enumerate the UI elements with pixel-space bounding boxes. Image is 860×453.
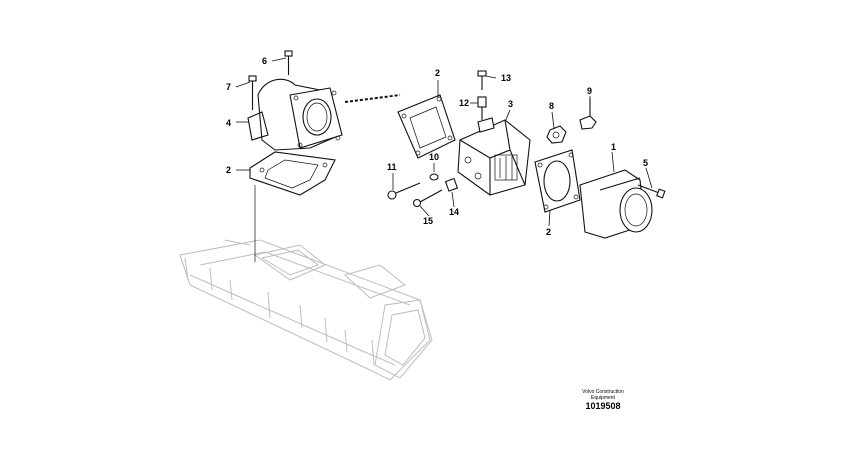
outlet-pipe: [579, 169, 653, 239]
callout-9: 9: [587, 86, 592, 96]
callout-3: 3: [508, 99, 513, 109]
callout-5: 5: [643, 158, 648, 168]
callout-1: 1: [611, 142, 616, 152]
bolt-15: [412, 189, 443, 208]
sensor-12: [477, 96, 487, 120]
bolt-5: [637, 184, 666, 199]
callout-15: 15: [423, 216, 433, 226]
exhaust-manifold-ghost: [179, 239, 433, 381]
callout-6: 6: [262, 56, 267, 66]
fitting-9: [579, 98, 597, 130]
nut-8: [546, 125, 567, 144]
brand-line-2: Equipment: [591, 395, 616, 401]
callout-2-upper: 2: [435, 68, 440, 78]
bolt-7: [248, 75, 257, 110]
bolt-11: [387, 182, 421, 200]
callout-7: 7: [226, 82, 231, 92]
gasket-left: [249, 151, 336, 196]
callout-2-right: 2: [546, 227, 551, 237]
callout-13: 13: [501, 73, 511, 83]
spacer-14: [444, 177, 459, 192]
elbow-pipe: [247, 78, 343, 151]
callout-2-left: 2: [226, 165, 231, 175]
gasket-right: [534, 149, 581, 213]
callout-4: 4: [226, 118, 231, 128]
gasket-upper: [397, 94, 456, 159]
callout-11: 11: [387, 162, 397, 172]
screw-13: [477, 70, 487, 90]
callout-10: 10: [429, 152, 439, 162]
bolt-6: [284, 50, 293, 75]
callout-14: 14: [449, 207, 459, 217]
callout-12: 12: [459, 98, 469, 108]
callout-leaders: [235, 57, 653, 227]
drawing-number: 1019508: [585, 401, 620, 411]
callout-8: 8: [549, 101, 554, 111]
washer-10: [429, 173, 439, 181]
brand-line-1: Volvo Construction: [582, 389, 624, 395]
valve-housing: [457, 117, 531, 196]
flow-dashed-line: [344, 94, 401, 103]
